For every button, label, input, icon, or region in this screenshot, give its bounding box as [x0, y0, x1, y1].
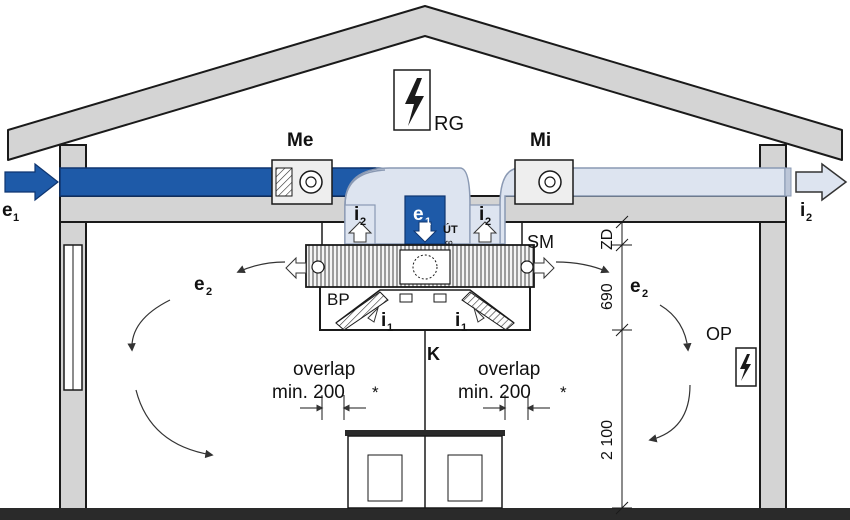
label-k: K — [427, 344, 440, 364]
airflow-arrow-icon — [367, 306, 380, 323]
overlap-label-left: overlap — [293, 359, 355, 380]
label-me: Me — [287, 130, 313, 151]
inlet-arrow-e1 — [4, 162, 59, 202]
label-i2-left: i 2 — [354, 204, 366, 228]
svg-text:e: e — [413, 204, 424, 225]
min200-label-left: min. 200 — [272, 382, 345, 403]
svg-text:1: 1 — [425, 216, 431, 228]
label-e1-riser: e 1 — [413, 204, 431, 228]
fan-icon — [538, 170, 562, 194]
label-e1-outside: e 1 — [2, 200, 19, 224]
ceiling-unit — [305, 222, 535, 331]
fan-me — [271, 159, 333, 205]
label-i2-outside: i 2 — [800, 200, 812, 224]
label-bp: BP — [327, 290, 350, 309]
overlap-marks — [300, 395, 550, 420]
airflow-arrow-icon — [347, 221, 373, 243]
asterisk-right: * — [560, 383, 567, 402]
dimension-lines — [612, 215, 632, 515]
dim-690: 690 — [599, 283, 616, 310]
airflow-arrow-icon — [285, 256, 307, 280]
electric-box-rg — [393, 69, 431, 131]
label-op: OP — [706, 324, 732, 344]
lightning-bolt-icon — [405, 78, 424, 126]
label-mi: Mi — [530, 130, 551, 151]
table — [345, 430, 505, 509]
electric-box-op — [735, 347, 757, 387]
svg-text:1: 1 — [13, 212, 19, 224]
label-i1-left: i 1 — [381, 310, 393, 334]
label-rg: RG — [434, 113, 464, 135]
svg-text:2: 2 — [206, 286, 212, 298]
svg-text:2: 2 — [642, 288, 648, 300]
label-i2-right: i 2 — [479, 204, 491, 228]
overlap-label-right: overlap — [478, 359, 540, 380]
fan-mi — [514, 159, 574, 205]
svg-text:e: e — [2, 200, 13, 221]
label-ut-symbol: ∞ — [445, 237, 453, 249]
svg-text:i: i — [800, 200, 805, 221]
svg-text:2: 2 — [485, 216, 491, 228]
svg-text:1: 1 — [387, 322, 393, 334]
svg-text:1: 1 — [461, 322, 467, 334]
outlet-arrow-i2 — [795, 162, 848, 202]
svg-text:2: 2 — [806, 212, 812, 224]
svg-text:e: e — [630, 276, 641, 297]
min200-label-right: min. 200 — [458, 382, 531, 403]
airflow-arrow-icon — [472, 221, 498, 243]
lightning-bolt-icon — [740, 354, 751, 381]
svg-text:i: i — [354, 204, 359, 225]
svg-text:i: i — [381, 310, 386, 331]
label-sm: SM — [527, 232, 554, 252]
svg-text:i: i — [455, 310, 460, 331]
airflow-curves — [127, 261, 692, 459]
airflow-arrow-icon — [412, 221, 438, 243]
svg-text:e: e — [194, 274, 205, 295]
label-ut: ÚT — [443, 223, 458, 236]
label-e2-right: e 2 — [630, 276, 648, 300]
asterisk-left: * — [372, 383, 379, 402]
dim-zd: ZD — [599, 229, 616, 250]
roof — [7, 5, 843, 161]
svg-text:2: 2 — [360, 216, 366, 228]
label-i1-right: i 1 — [455, 310, 467, 334]
airflow-arrow-icon — [533, 256, 555, 280]
fan-icon — [299, 170, 323, 194]
floor — [0, 508, 850, 520]
airflow-arrow-icon — [472, 306, 485, 323]
svg-text:i: i — [479, 204, 484, 225]
label-e2-left: e 2 — [194, 274, 212, 298]
dim-2100: 2 100 — [599, 420, 616, 460]
